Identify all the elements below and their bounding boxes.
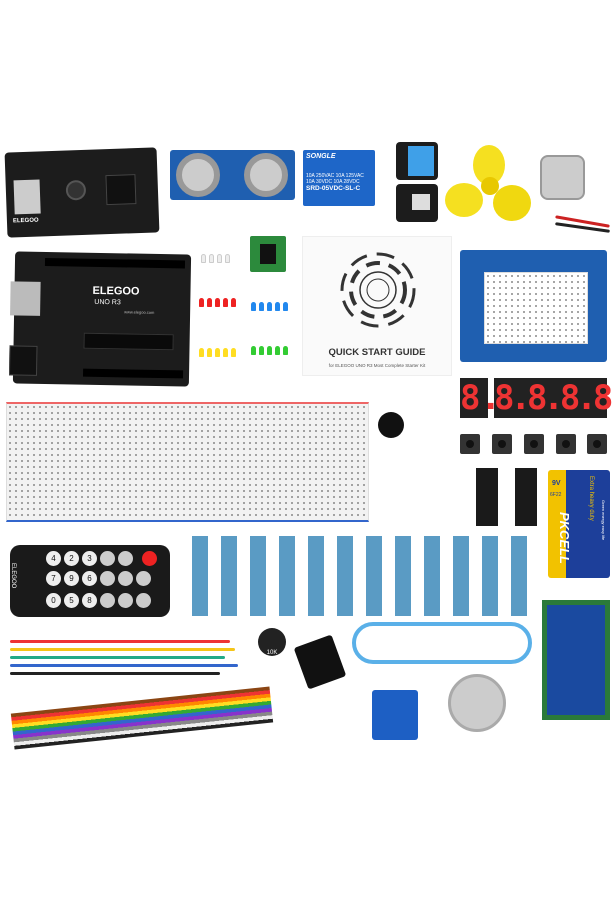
dc-motor	[540, 155, 585, 200]
relay-brand: SONGLE	[306, 153, 336, 160]
four-digit-seven-segment: 8.8.8.8.	[494, 378, 615, 418]
remote-brand: ELEGOO	[10, 563, 16, 589]
guide-logo	[340, 252, 416, 328]
buzzer	[378, 412, 404, 438]
transducer-left	[176, 153, 220, 197]
fan-blade	[445, 145, 535, 230]
led-set	[195, 250, 300, 380]
relay: SONGLE 10A 250VAC 10A 125VAC 10A 30VDC 1…	[303, 150, 375, 206]
remote-key: 6	[82, 571, 97, 586]
uno-brand: ELEGOO	[92, 284, 140, 298]
potentiometer: 10K	[258, 628, 286, 656]
digit: 8.	[526, 378, 564, 418]
push-button	[492, 434, 512, 454]
battery-tagline: Extra heavy duty	[588, 476, 594, 521]
tilt-switch-module	[396, 184, 438, 222]
remote-key: 9	[64, 571, 79, 586]
uno-model: UNO R3	[94, 298, 121, 307]
usb-b-port	[10, 281, 41, 316]
battery-clip	[293, 634, 347, 690]
usb-port	[13, 179, 41, 215]
battery-slogan: Green energy easy life	[601, 500, 606, 541]
transducer-right	[244, 153, 288, 197]
power-supply-module: ELEGOO	[4, 147, 160, 238]
ic-chip	[515, 468, 537, 526]
ultrasonic-sensor	[170, 150, 295, 200]
remote-key: 7	[46, 571, 61, 586]
ribbon-cable	[10, 686, 274, 750]
digit: 8.	[559, 378, 597, 418]
usb-cable	[352, 622, 532, 664]
digit: 8.	[592, 378, 615, 418]
push-button	[587, 434, 607, 454]
driver-board	[250, 236, 286, 272]
capacitor	[65, 179, 87, 201]
breadboard	[6, 402, 369, 522]
atmega-chip	[83, 332, 174, 351]
stepper-motor	[448, 674, 506, 732]
dht11-sensor	[396, 142, 438, 180]
prototype-shield	[460, 250, 607, 362]
potentiometer-label: 10K	[266, 650, 278, 656]
push-button	[556, 434, 576, 454]
push-button	[460, 434, 480, 454]
push-button	[524, 434, 544, 454]
barrel-jack	[9, 345, 38, 376]
remote-key: 8	[82, 593, 97, 608]
dc-jack	[105, 174, 137, 206]
battery-type: 6F22	[550, 492, 562, 498]
ic-chip	[476, 468, 498, 526]
lcd1602	[542, 600, 610, 720]
remote-key: 3	[82, 551, 97, 566]
uno-r3-board: ELEGOO UNO R3 www.elegoo.com	[9, 251, 192, 387]
remote-key: 2	[64, 551, 79, 566]
guide-title: QUICK START GUIDE	[328, 347, 426, 358]
uno-site: www.elegoo.com	[124, 309, 155, 315]
single-seven-segment: 8.	[460, 378, 501, 418]
remote-key: 4	[46, 551, 61, 566]
battery-brand: PKCELL	[557, 512, 572, 564]
9v-battery: 9V 6F22 PKCELL Extra heavy duty Green en…	[548, 470, 610, 578]
relay-model: SRD-05VDC-SL-C	[306, 185, 361, 193]
battery-voltage: 9V	[552, 480, 561, 487]
ir-remote: ELEGOO 4 7 0 2 9 5 3 6 8	[10, 545, 170, 617]
power-module-brand: ELEGOO	[12, 217, 39, 225]
resistor-set	[186, 536, 536, 616]
servo-motor	[372, 690, 418, 740]
remote-key: 0	[46, 593, 61, 608]
guide-subtitle: for ELEGOO UNO R3 Most Complete Starter …	[328, 363, 426, 368]
remote-key: 5	[64, 593, 79, 608]
relay-ratings: 10A 250VAC 10A 125VAC 10A 30VDC 10A 28VD…	[306, 173, 364, 186]
quick-start-guide: QUICK START GUIDE for ELEGOO UNO R3 Most…	[302, 236, 452, 376]
jumper-wires	[10, 630, 240, 690]
digit: 8.	[494, 378, 531, 418]
